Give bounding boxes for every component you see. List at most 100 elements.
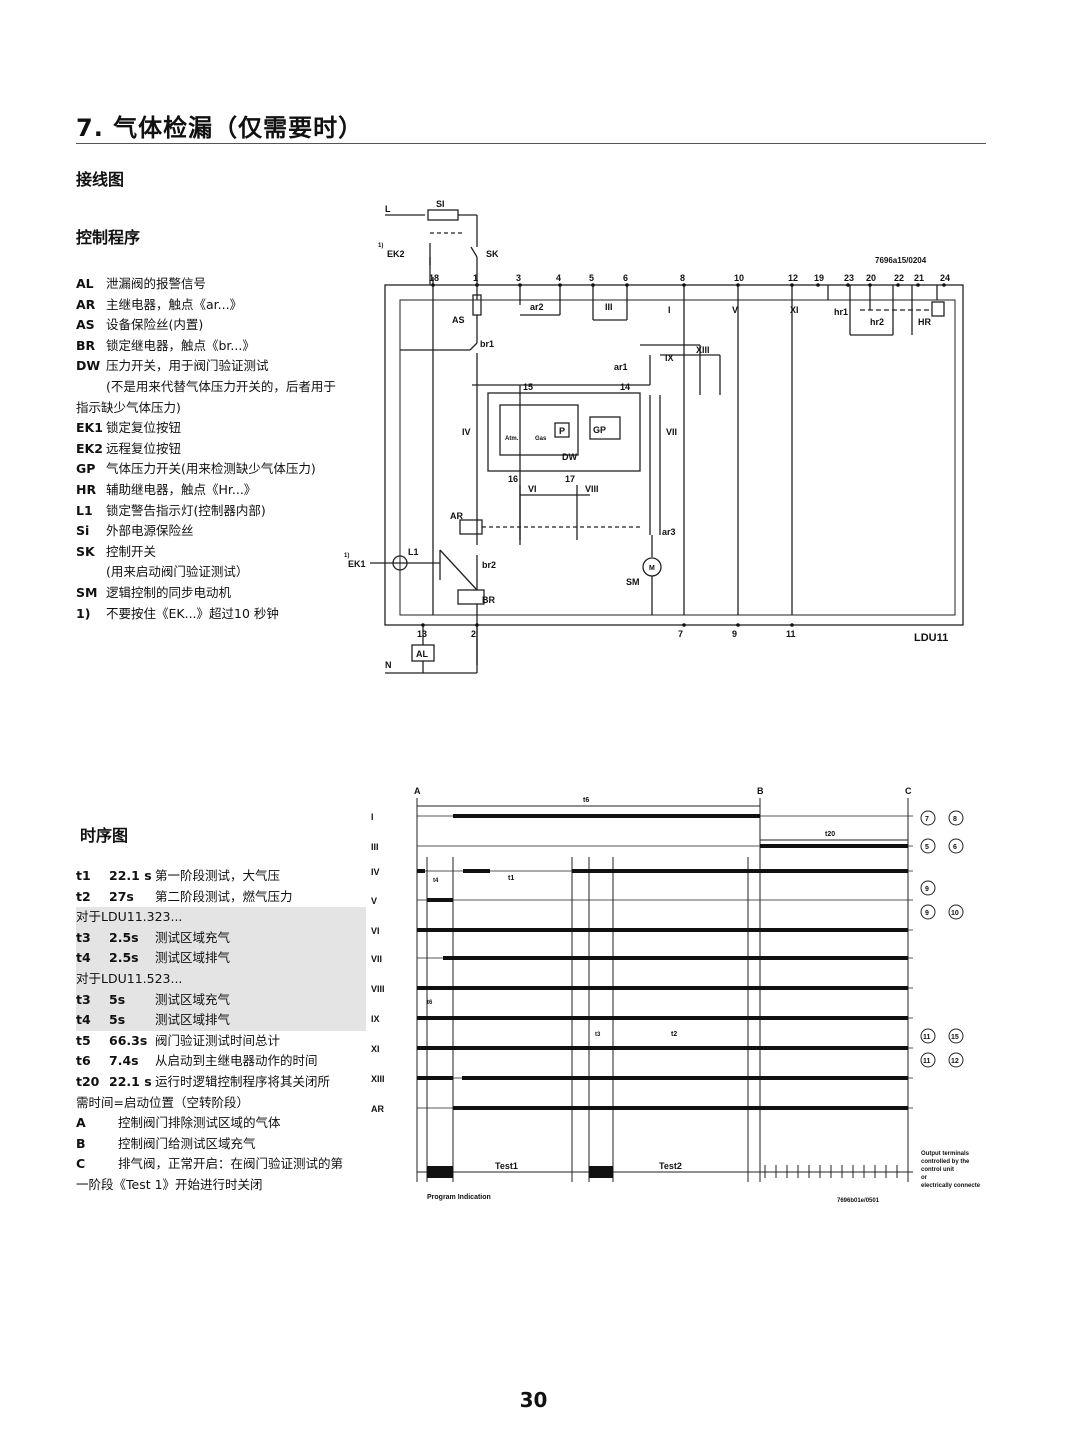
wiring-label: 17 <box>565 474 575 484</box>
wiring-label: 15 <box>523 382 533 392</box>
timing-legend-value: 7.4s <box>109 1053 139 1069</box>
legend-text: 锁定继电器，触点《br...》 <box>106 337 255 353</box>
signal-bar <box>417 1016 453 1020</box>
terminal-dot <box>421 623 425 627</box>
output-terminal <box>920 1052 936 1068</box>
wiring-label: L1 <box>408 547 419 557</box>
signal-bar <box>572 869 648 873</box>
terminal-number: 7 <box>678 629 683 639</box>
terminal-number: 22 <box>894 273 904 283</box>
interval-label: t4 <box>433 878 439 884</box>
timing-legend-key: C <box>76 1156 86 1172</box>
wiring-label: XIII <box>696 345 710 355</box>
wiring-label: IV <box>462 427 471 437</box>
timing-legend-value: 2.5s <box>109 950 139 966</box>
output-terminal-label: 8 <box>953 816 957 823</box>
wiring-label: AL <box>416 649 428 659</box>
diagram-code: 7696b01e/0501 <box>837 1198 880 1204</box>
timing-legend-text: 控制阀门给测试区域充气 <box>118 1135 256 1151</box>
row-label: AR <box>371 1104 384 1114</box>
legend-text: 控制开关 <box>106 543 157 559</box>
terminal-number: 9 <box>732 629 737 639</box>
row-label: XIII <box>371 1074 385 1084</box>
timing-legend-text: 对于LDU11.323... <box>76 909 183 925</box>
wiring-code: 7696a15/0204 <box>875 256 927 265</box>
wiring-label: P <box>559 426 565 436</box>
terminal-dot <box>790 623 794 627</box>
wiring-label: Gas <box>535 436 547 442</box>
legend-code: EK1 <box>76 420 103 436</box>
output-note: controlled by the <box>921 1159 970 1165</box>
page-title: 7. 气体检漏（仅需要时） <box>76 114 364 142</box>
legend-code: HR <box>76 481 97 497</box>
row-label: V <box>371 896 377 906</box>
timing-legend-key: t6 <box>76 1053 91 1069</box>
legend-text: 指示缺少气体压力) <box>76 399 181 415</box>
phase-label: Test1 <box>495 1161 518 1171</box>
output-terminal <box>948 838 964 854</box>
terminal-number: 18 <box>429 273 439 283</box>
terminal-dot <box>475 283 479 287</box>
timing-legend-item: 对于LDU11.323... <box>76 907 366 928</box>
signal-bar <box>453 814 760 818</box>
signal-bar <box>463 869 490 873</box>
timing-legend-key: t3 <box>76 929 91 945</box>
terminal-dot <box>591 283 595 287</box>
terminal-number: 13 <box>417 629 427 639</box>
wiring-label: BR <box>482 595 495 605</box>
signal-bar <box>477 986 908 990</box>
interval-label: t20 <box>825 831 835 838</box>
wiring-label: AS <box>452 315 465 325</box>
timing-legend-key: A <box>76 1115 86 1131</box>
wiring-label: III <box>605 302 613 312</box>
legend-text: (不是用来代替气体压力开关的，后者用于 <box>106 378 336 394</box>
timing-legend-text: 阀门验证测试时间总计 <box>155 1032 281 1048</box>
wiring-label: VIII <box>585 484 599 494</box>
wiring-label: 16 <box>508 474 518 484</box>
row-label: XI <box>371 1044 380 1054</box>
signal-bar <box>453 1106 908 1110</box>
signal-bar <box>427 898 453 902</box>
row-label: VIII <box>371 984 385 994</box>
timing-legend-text: 测试区域充气 <box>155 991 231 1007</box>
output-note: electrically connected <box>921 1183 980 1189</box>
wiring-label: GP <box>593 425 606 435</box>
legend-text: 主继电器，触点《ar...》 <box>106 296 243 312</box>
legend-text: 外部电源保险丝 <box>106 523 194 539</box>
timing-legend-item: 一阶段《Test 1》开始进行时关闭 <box>76 1175 366 1196</box>
legend-code: GP <box>76 461 96 477</box>
terminal-number: 20 <box>866 273 876 283</box>
wiring-diagram: L SI SK 1) EK2 7696a15/0204 AS ar2 III I… <box>344 199 964 674</box>
terminal-dot <box>625 283 629 287</box>
signal-bar <box>417 1046 589 1050</box>
timing-legend-text: 控制阀门排除测试区域的气体 <box>118 1115 281 1131</box>
signal-bar <box>633 928 908 932</box>
output-terminal-label: 9 <box>925 910 929 917</box>
terminal-number: 4 <box>556 273 561 283</box>
legend-item: (用来启动阀门验证测试） <box>76 562 376 583</box>
terminal-dot <box>431 283 435 287</box>
timing-legend-key: t1 <box>76 868 91 883</box>
terminal-number: 1 <box>473 273 478 283</box>
wiring-label: AR <box>450 511 463 521</box>
row-label: IX <box>371 1014 380 1024</box>
wiring-label: M <box>649 565 655 572</box>
timing-legend-value: 2.5s <box>109 929 139 945</box>
timing-legend-item: 对于LDU11.523... <box>76 968 366 990</box>
terminal-dot <box>790 283 794 287</box>
output-note: Output terminals <box>921 1151 970 1157</box>
wiring-label: ar3 <box>662 527 676 537</box>
timing-legend-text: 从启动到主继电器动作的时间 <box>155 1053 318 1069</box>
wiring-label: ar1 <box>614 362 628 372</box>
timing-legend-key: t5 <box>76 1032 91 1048</box>
phase-marker: B <box>757 786 764 796</box>
